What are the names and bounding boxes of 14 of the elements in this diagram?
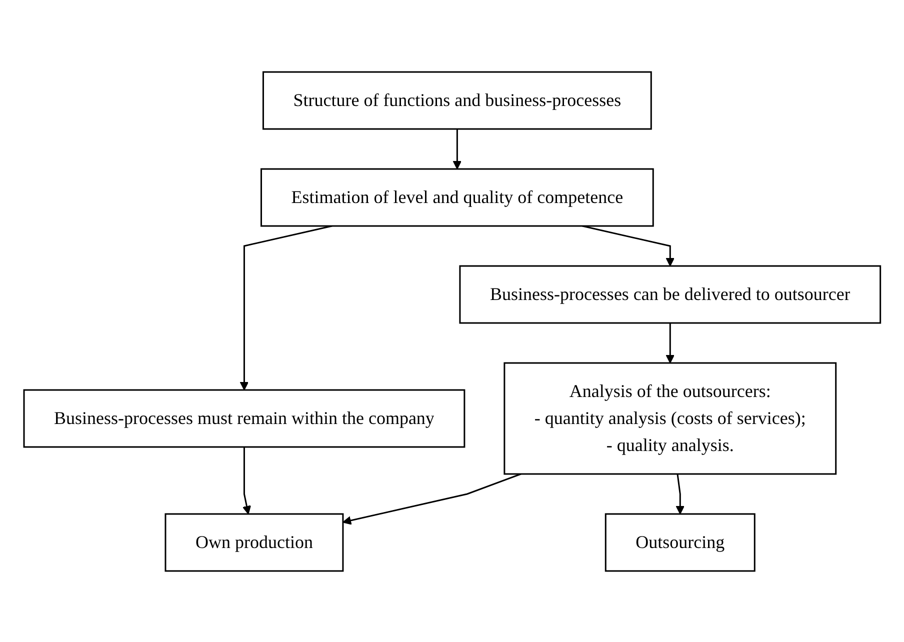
- arrow: [666, 322, 674, 363]
- node-box: Outsourcing: [604, 512, 756, 572]
- node-box: Structure of functions and business-processes: [262, 70, 652, 130]
- arrow: [582, 224, 674, 266]
- node-box: Estimation of level and quality of competence: [260, 168, 654, 226]
- arrow: [452, 128, 462, 169]
- node-box: Own production: [164, 512, 344, 572]
- node-box: Business-processes must remain within the company: [23, 388, 465, 448]
- arrow: [676, 473, 684, 514]
- node-box: Business-processes can be delivered to outsourcer: [459, 264, 881, 324]
- arrow: [240, 224, 332, 390]
- node-box: Analysis of the outsourcers: - quantity analysis (costs of services); - quality analysis.: [504, 362, 836, 474]
- arrow: [342, 472, 522, 524]
- arrow: [242, 446, 251, 514]
